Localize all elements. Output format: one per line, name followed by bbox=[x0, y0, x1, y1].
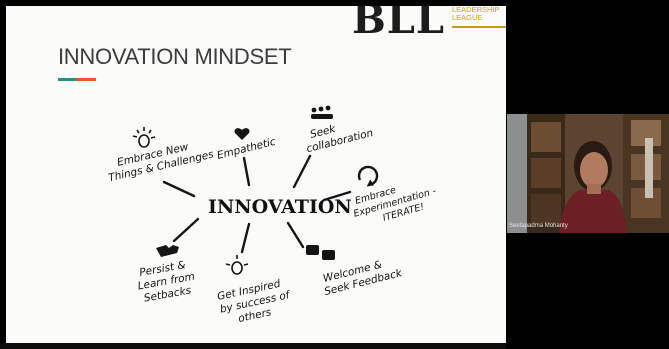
spoke-line bbox=[242, 156, 251, 187]
spoke-line bbox=[286, 221, 305, 249]
participant-video-feed bbox=[507, 114, 669, 233]
spoke-line bbox=[162, 180, 196, 198]
people-icon bbox=[311, 105, 333, 119]
bll-logo-rule bbox=[452, 26, 506, 28]
presentation-slide: BLL LEADERSHIP LEAGUE INNOVATION MINDSET… bbox=[6, 6, 506, 349]
spoke-label-persist: Persist & Learn from Setbacks bbox=[134, 257, 201, 305]
spoke-label-inspired: Get Inspired by success of others bbox=[216, 276, 296, 329]
spoke-label-empathetic: Empathetic bbox=[216, 136, 277, 162]
spoke-line bbox=[322, 190, 352, 202]
cycle-arrows-icon bbox=[357, 165, 379, 187]
participant-video-tile[interactable]: Seetapadma Mohanty bbox=[507, 114, 669, 233]
bll-logo-subtitle: LEADERSHIP LEAGUE bbox=[452, 6, 500, 22]
spoke-label-embrace-new: Embrace New Things & Challenges bbox=[104, 136, 215, 185]
title-accent-bar bbox=[58, 78, 96, 81]
slide-title: INNOVATION MINDSET bbox=[58, 44, 292, 69]
spoke-label-experimentation: Embrace Experimentation - ITERATE! bbox=[349, 173, 444, 231]
bll-logo-mark: BLL bbox=[352, 6, 446, 43]
bll-logo: BLL LEADERSHIP LEAGUE bbox=[352, 6, 506, 43]
heart-icon bbox=[234, 128, 250, 140]
spoke-line bbox=[172, 217, 200, 243]
lightbulb-icon bbox=[225, 255, 249, 275]
spoke-line bbox=[240, 222, 251, 254]
spoke-label-feedback: Welcome & Seek Feedback bbox=[320, 254, 404, 298]
spoke-line bbox=[292, 154, 312, 189]
broken-arrow-icon bbox=[156, 245, 179, 257]
accent-orange bbox=[76, 78, 96, 81]
accent-teal bbox=[58, 78, 76, 81]
center-node: INNOVATION bbox=[208, 196, 352, 218]
lightbulb-icon bbox=[132, 127, 156, 148]
spoke-label-collaboration: Seek collaboration bbox=[302, 114, 374, 155]
innovation-mind-map: INNOVATION Embrace New Things & Challeng… bbox=[104, 105, 444, 329]
participant-name-label: Seetapadma Mohanty bbox=[509, 223, 568, 229]
speech-bubbles-icon bbox=[306, 245, 335, 260]
slide-bottom-border bbox=[0, 343, 506, 349]
